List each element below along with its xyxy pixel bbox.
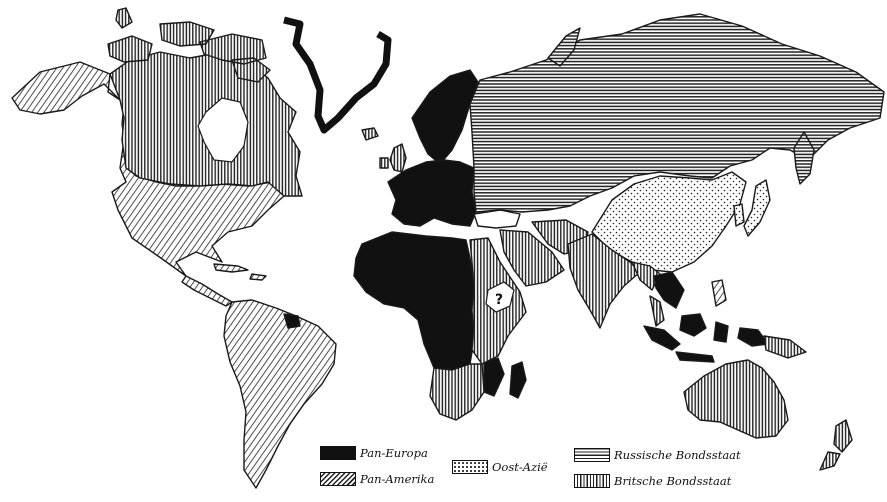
legend-label-pan-amerika: Pan-Amerika <box>360 472 435 486</box>
south-america-region <box>223 299 337 489</box>
hudson-bay <box>197 97 249 163</box>
india-british <box>567 233 641 329</box>
legend-swatch-britsche <box>574 474 610 488</box>
novaya-zemlya <box>547 27 581 67</box>
legend-label-britsche: Britsche Bondsstaat <box>614 474 732 488</box>
indochina-pan-europa <box>653 271 685 309</box>
british-isles <box>379 143 407 173</box>
arabia-british <box>499 229 565 287</box>
southern-africa-british <box>429 363 485 421</box>
legend-swatch-pan-europa <box>320 446 356 460</box>
legend-swatch-russische <box>574 448 610 462</box>
central-america <box>181 275 233 307</box>
ethiopia-question-mark: ? <box>495 292 503 308</box>
new-guinea <box>763 335 807 359</box>
mozambique <box>483 357 505 397</box>
malaya-british <box>649 295 665 327</box>
japan <box>743 179 771 237</box>
arctic-islands <box>107 7 271 83</box>
kamchatka <box>793 131 815 185</box>
caribbean-islands <box>213 263 267 281</box>
scandinavia <box>411 69 479 165</box>
legend-label-oost-azie: Oost-Azië <box>492 460 548 474</box>
legend-item-pan-amerika: Pan-Amerika <box>320 470 434 488</box>
korea <box>733 203 745 227</box>
madagascar <box>509 361 527 399</box>
ethiopia <box>485 281 515 313</box>
iceland <box>361 127 379 141</box>
anatomy-turkey <box>473 209 521 229</box>
legend-swatch-pan-amerika <box>320 472 356 486</box>
australia-british <box>683 359 789 439</box>
legend-item-britsche-bondsstaat: Britsche Bondsstaat <box>574 472 731 490</box>
legend-label-pan-europa: Pan-Europa <box>360 446 428 460</box>
greenland <box>283 16 392 134</box>
legend-item-pan-europa: Pan-Europa <box>320 444 428 462</box>
legend-item-oost-azie: Oost-Azië <box>452 458 548 476</box>
philippines <box>711 279 727 307</box>
africa-pan-europa <box>353 231 475 371</box>
new-zealand-british <box>819 419 853 471</box>
legend-item-russische-bondsstaat: Russische Bondsstaat <box>574 446 741 464</box>
legend-swatch-oost-azie <box>452 460 488 474</box>
legend-label-russische: Russische Bondsstaat <box>614 448 741 462</box>
dutch-east-indies <box>643 313 769 363</box>
continental-europe <box>387 159 477 227</box>
guiana-pan-europa <box>283 313 301 329</box>
